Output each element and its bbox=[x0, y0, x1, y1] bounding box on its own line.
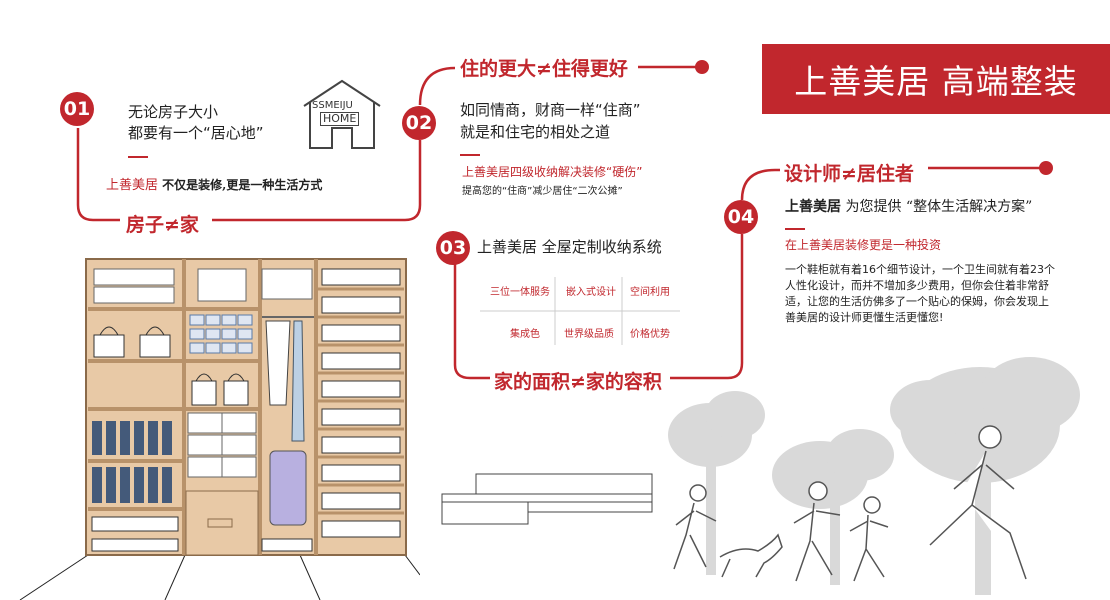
step-1-brand: 上善美居 bbox=[106, 178, 159, 193]
step-1-heading: 房子≠家 bbox=[122, 210, 203, 237]
banner-title: 上善美居 高端整装 bbox=[794, 62, 1078, 101]
step-1-line1: 无论房子大小 bbox=[128, 103, 219, 121]
feature-item: 集成色 bbox=[510, 329, 540, 340]
feature-item: 世界级品质 bbox=[564, 329, 614, 340]
feature-item: 空间利用 bbox=[630, 287, 670, 298]
home-logo: SSMEIJU HOME bbox=[300, 78, 384, 150]
step-2-heading: 住的更大≠住得更好 bbox=[456, 54, 632, 81]
step-4-brand: 上善美居 bbox=[785, 199, 841, 215]
step-4-title-quote: “整体生活解决方案” bbox=[905, 199, 1033, 215]
step-2-line1: 如同情商，财商一样“住商” bbox=[460, 101, 641, 119]
house-icon bbox=[303, 79, 381, 149]
step-1-tagline: 不仅是装修,更是一种生活方式 bbox=[162, 178, 323, 192]
step-4-body: 一个鞋柜就有着16个细节设计，一个卫生间就有着23个人性化设计，而并不增加多少费… bbox=[785, 263, 1055, 324]
step-4-title: 上善美居 为您提供 “整体生活解决方案” bbox=[785, 196, 1032, 216]
step-3-badge: 03 bbox=[436, 231, 470, 265]
trees-silhouette bbox=[668, 357, 1080, 595]
step-1-dash bbox=[128, 156, 148, 158]
feature-item: 三位一体服务 bbox=[490, 287, 550, 298]
step-4-title-mid: 为您提供 bbox=[845, 199, 902, 215]
feature-item: 嵌入式设计 bbox=[566, 287, 616, 298]
logo-line2: HOME bbox=[320, 112, 360, 126]
step-2-line2: 就是和住宅的相处之道 bbox=[460, 123, 611, 141]
step-3-title: 上善美居 全屋定制收纳系统 bbox=[477, 238, 662, 256]
step-1-badge: 01 bbox=[60, 92, 94, 126]
step-2-sub2: 提高您的“住商”减少居住“二次公摊” bbox=[462, 186, 623, 197]
step-2-dash bbox=[460, 154, 480, 156]
step-4-heading: 设计师≠居住者 bbox=[780, 159, 918, 186]
feature-item: 价格优势 bbox=[630, 329, 670, 340]
step-3-heading: 家的面积≠家的容积 bbox=[490, 367, 666, 394]
step-2-badge: 02 bbox=[402, 106, 436, 140]
step-4-dash bbox=[785, 228, 805, 230]
sofa-illustration bbox=[441, 473, 653, 525]
brand-banner: 上善美居 高端整装 bbox=[762, 44, 1110, 114]
logo-line1: SSMEIJU bbox=[312, 100, 353, 111]
step-4-sub: 在上善美居装修更是一种投资 bbox=[785, 238, 942, 252]
step-1-tagline-row: 上善美居 不仅是装修,更是一种生活方式 bbox=[106, 174, 322, 193]
step-2-sub1: 上善美居四级收纳解决装修“硬伤” bbox=[462, 165, 643, 179]
step-1-line2: 都要有一个“居心地” bbox=[128, 124, 264, 142]
wardrobe-illustration bbox=[19, 258, 420, 600]
feature-grid: 三位一体服务 嵌入式设计 空间利用 集成色 世界级品质 价格优势 bbox=[480, 275, 680, 347]
step-4-badge: 04 bbox=[724, 200, 758, 234]
feature-grid-lines bbox=[480, 277, 680, 345]
